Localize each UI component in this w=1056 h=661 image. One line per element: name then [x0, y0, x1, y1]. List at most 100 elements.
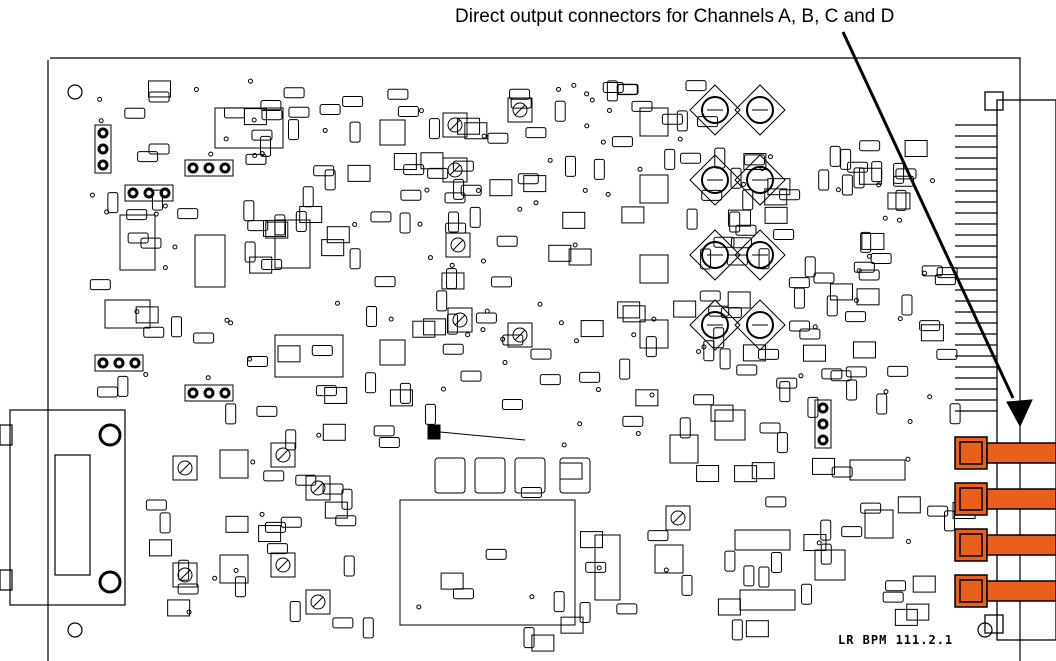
passive-component — [342, 96, 364, 108]
passive-component — [256, 405, 278, 417]
passive-component — [821, 368, 843, 380]
integrated-circuit — [739, 589, 796, 611]
small-trimmer-knob — [447, 162, 463, 178]
passive-component — [436, 290, 448, 312]
via — [259, 151, 265, 157]
via — [677, 136, 683, 142]
trimmer-knob — [701, 166, 729, 194]
trimmer-knob — [746, 311, 774, 339]
via — [582, 187, 588, 193]
via — [767, 154, 773, 160]
passive-component — [89, 279, 111, 291]
small-trimmer-body — [442, 112, 468, 138]
via — [605, 191, 611, 197]
small-trimmer-body — [442, 157, 468, 183]
passive-component — [370, 211, 392, 223]
passive-component — [726, 254, 748, 266]
passive-component — [446, 313, 458, 335]
passive-component — [517, 173, 539, 185]
via — [537, 301, 543, 307]
output-connector-face — [959, 487, 983, 511]
header-pin — [817, 402, 829, 414]
mounting-hole — [67, 622, 83, 638]
small-ic — [393, 153, 417, 171]
small-trimmer-knob — [310, 480, 326, 496]
small-ic — [858, 167, 882, 185]
header-strip — [94, 124, 112, 174]
passive-component — [685, 80, 707, 92]
passive-component — [841, 174, 853, 196]
passive-component — [703, 340, 715, 362]
passive-component — [820, 519, 832, 541]
header-pin — [159, 187, 171, 199]
via — [250, 459, 256, 465]
passive-component — [491, 276, 513, 288]
passive-component — [322, 483, 344, 495]
arrow-head — [1006, 399, 1033, 428]
passive-component — [829, 145, 841, 167]
via — [856, 268, 862, 274]
passive-component — [137, 151, 159, 163]
via — [929, 178, 935, 184]
via — [223, 136, 229, 142]
large-module — [399, 499, 576, 626]
via — [502, 360, 508, 366]
passive-component — [593, 158, 605, 180]
small-trimmer-knob — [177, 460, 193, 476]
via — [547, 157, 553, 163]
passive-component — [830, 370, 852, 382]
passive-component — [895, 189, 907, 211]
output-connector-barrel — [986, 442, 1056, 464]
passive-component — [693, 394, 715, 406]
trimmer-knob — [701, 241, 729, 269]
header-pin — [203, 387, 215, 399]
passive-component — [428, 118, 440, 140]
small-ic — [321, 239, 345, 257]
integrated-circuit — [654, 544, 684, 574]
passive-component — [893, 162, 905, 184]
passive-component — [735, 224, 757, 236]
small-trimmer-knob — [512, 102, 528, 118]
via — [529, 594, 535, 600]
trimmer-base — [734, 299, 786, 351]
small-trimmer-body — [270, 552, 296, 578]
via — [584, 123, 590, 129]
via — [922, 270, 928, 276]
small-ic — [803, 534, 827, 552]
passive-component — [743, 565, 755, 587]
wire — [439, 431, 526, 441]
passive-component — [686, 208, 698, 230]
passive-component — [460, 370, 482, 382]
passive-component — [611, 136, 633, 148]
small-trimmer-slot — [179, 462, 191, 474]
passive-component — [647, 530, 669, 542]
passive-component — [285, 429, 297, 451]
integrated-circuit — [714, 409, 746, 441]
passive-component — [177, 583, 199, 595]
passive-component — [251, 129, 273, 141]
small-ic — [621, 206, 645, 224]
passive-component — [424, 403, 436, 425]
via — [696, 348, 702, 354]
small-trimmer-slot — [514, 104, 526, 116]
passive-component — [876, 393, 888, 415]
passive-component — [661, 113, 683, 125]
via — [481, 133, 487, 139]
passive-component — [539, 374, 561, 386]
passive-component — [261, 109, 283, 121]
output-connector-barrel — [986, 488, 1056, 510]
output-connector-barrel — [986, 534, 1056, 556]
via — [98, 118, 104, 124]
small-ic — [622, 305, 646, 323]
integrated-circuit — [219, 449, 249, 479]
via — [205, 375, 211, 381]
passive-component — [485, 548, 507, 560]
passive-component — [260, 135, 272, 157]
passive-component — [523, 627, 535, 649]
integrated-circuit — [274, 219, 311, 269]
passive-component — [460, 184, 482, 196]
passive-component — [148, 143, 170, 155]
passive-component — [446, 268, 458, 290]
passive-component — [765, 496, 787, 508]
via — [907, 418, 913, 424]
